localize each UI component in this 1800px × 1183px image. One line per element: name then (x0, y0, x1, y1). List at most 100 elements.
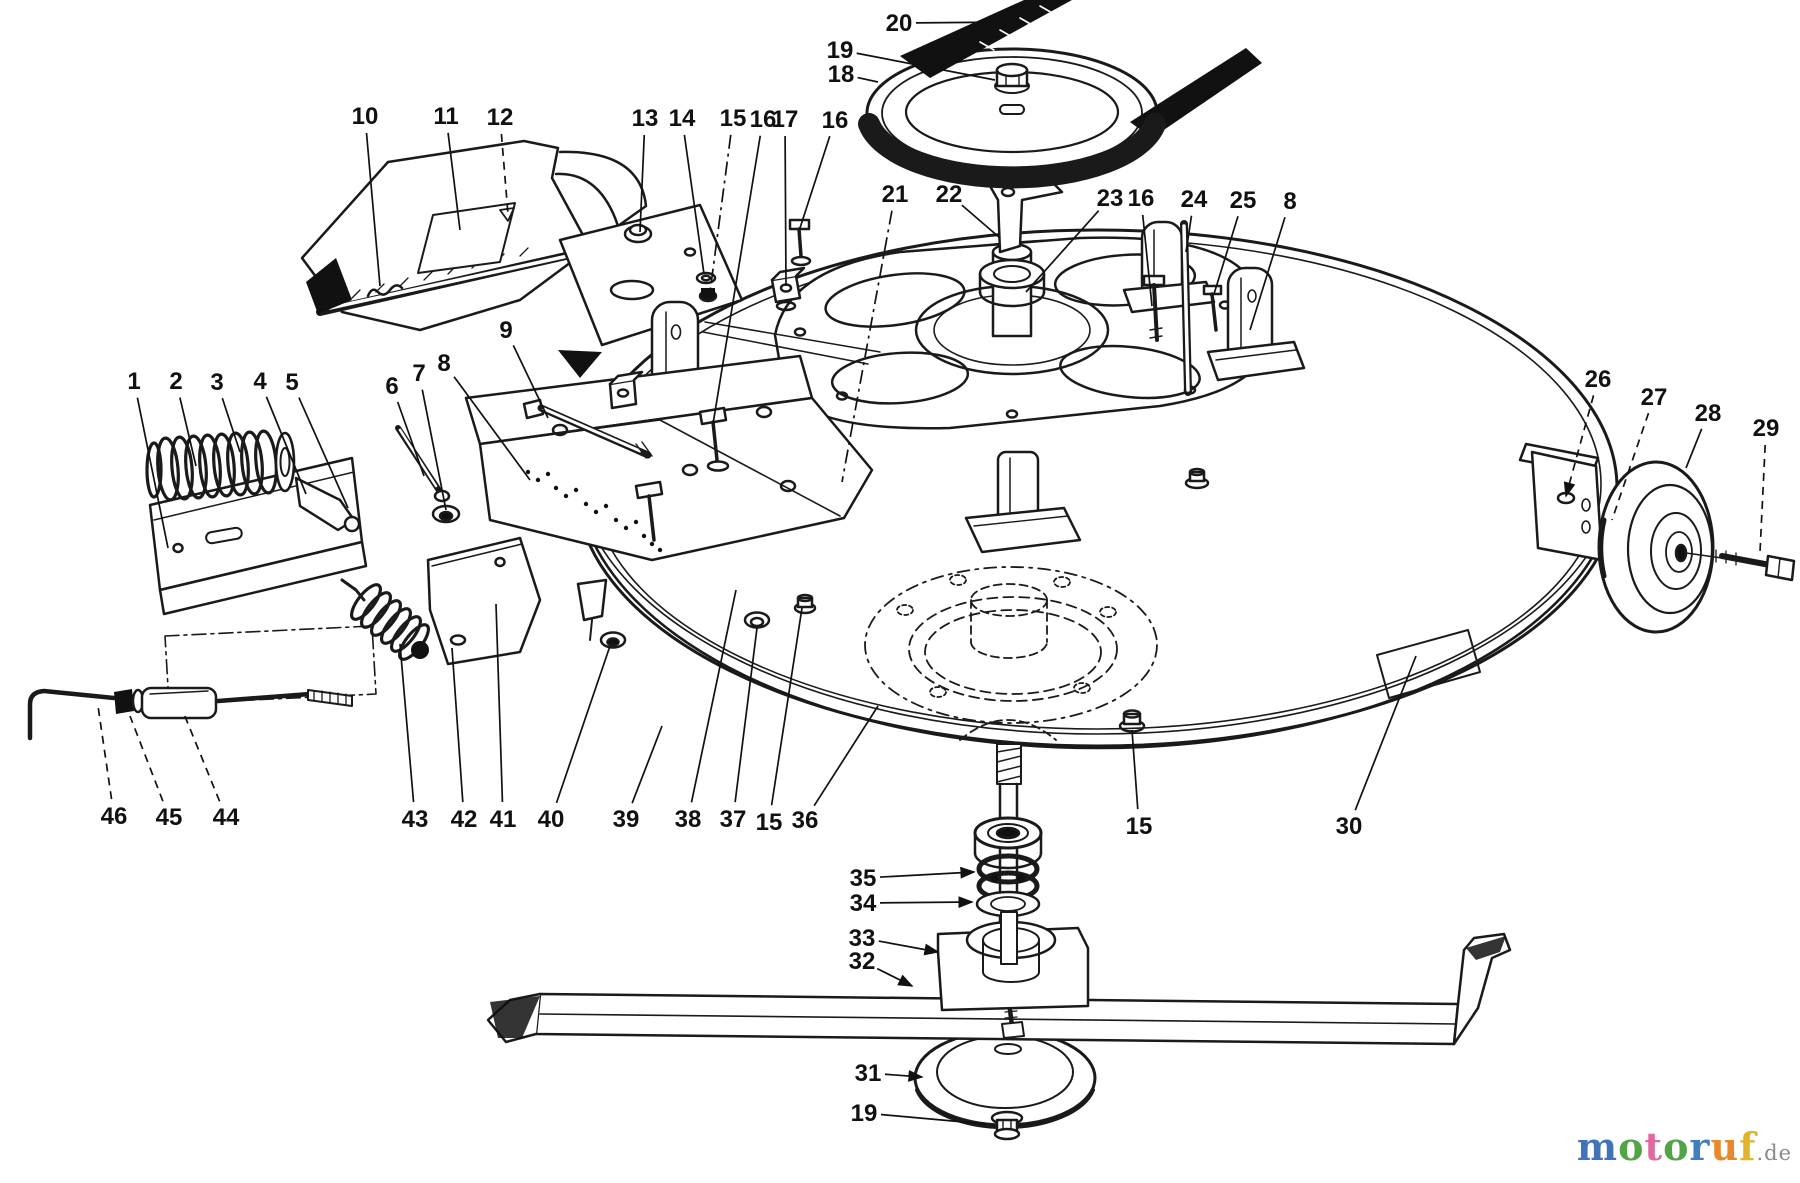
callout-44: 44 (183, 713, 240, 831)
callout-18: 18 (828, 61, 879, 88)
svg-text:45: 45 (156, 804, 183, 831)
tension-spring (145, 429, 296, 502)
svg-text:16: 16 (1128, 185, 1155, 212)
svg-text:35: 35 (850, 865, 877, 892)
callout-27: 27 (1611, 384, 1667, 521)
spindle-shaft-column (973, 782, 1043, 944)
svg-text:33: 33 (849, 925, 876, 952)
svg-text:16: 16 (750, 106, 777, 133)
svg-text:40: 40 (538, 806, 565, 833)
callout-12: 12 (487, 104, 514, 215)
watermark-letter: m (1576, 1124, 1619, 1169)
callout-32: 32 (849, 948, 914, 987)
svg-text:42: 42 (451, 806, 478, 833)
svg-text:2: 2 (169, 368, 182, 395)
callout-5: 5 (285, 369, 349, 509)
callout-3: 3 (210, 369, 241, 453)
callout-9: 9 (499, 317, 549, 419)
callout-4: 4 (253, 368, 307, 495)
svg-text:8: 8 (437, 350, 450, 377)
svg-text:39: 39 (613, 806, 640, 833)
frame-weldment (464, 350, 874, 562)
svg-text:15: 15 (1126, 813, 1153, 840)
svg-text:19: 19 (827, 37, 854, 64)
svg-text:46: 46 (101, 803, 128, 830)
callout-21: 21 (841, 181, 909, 483)
height-bracket (148, 456, 368, 616)
callout-1: 1 (127, 368, 169, 549)
wheel-bolt (1719, 553, 1773, 568)
svg-text:36: 36 (792, 807, 819, 834)
under-deck-fittings (576, 578, 817, 649)
svg-text:17: 17 (772, 106, 799, 133)
gauge-wheel-group (1518, 442, 1796, 634)
watermark-letter: o (1663, 1124, 1690, 1169)
svg-text:11: 11 (433, 103, 458, 130)
callout-25: 25 (1213, 187, 1256, 295)
svg-text:5: 5 (285, 369, 298, 396)
svg-text:21: 21 (882, 181, 909, 208)
idler-bracket (426, 536, 542, 666)
callout-19: 19 (827, 37, 996, 81)
svg-text:41: 41 (490, 806, 517, 833)
motoruf-watermark: motoruf.de (1577, 1124, 1792, 1169)
callout-19: 19 (851, 1100, 987, 1127)
blade (486, 932, 1512, 1046)
callout-24: 24 (1181, 186, 1208, 253)
pivot-rod-assembly (27, 625, 377, 741)
callout-10: 10 (352, 103, 381, 287)
svg-text:34: 34 (850, 890, 877, 917)
callout-6: 6 (385, 373, 425, 477)
callout-16: 16 (712, 106, 777, 425)
callout-30: 30 (1336, 655, 1417, 840)
svg-text:30: 30 (1336, 813, 1363, 840)
callout-11: 11 (433, 103, 461, 231)
spindle-weld-stub (996, 743, 1022, 785)
drive-belt (900, 0, 1262, 138)
watermark-letter: o (1618, 1124, 1645, 1169)
callout-29: 29 (1753, 415, 1780, 553)
svg-text:8: 8 (1283, 188, 1296, 215)
watermark-letter: t (1644, 1124, 1664, 1169)
callout-34: 34 (850, 890, 974, 917)
svg-text:29: 29 (1753, 415, 1780, 442)
svg-text:37: 37 (720, 806, 747, 833)
belt-wrap (858, 113, 1166, 189)
callout-39: 39 (613, 725, 663, 833)
spindle-plate-hidden (864, 566, 1158, 741)
callout-35: 35 (850, 865, 976, 892)
callout-41: 41 (490, 603, 517, 833)
svg-text:12: 12 (487, 104, 514, 131)
callout-8: 8 (1249, 188, 1297, 331)
callout-15: 15 (709, 105, 747, 293)
svg-text:31: 31 (855, 1060, 882, 1087)
callout-26: 26 (1563, 366, 1612, 498)
callout-15: 15 (1126, 729, 1153, 840)
deflector-shield (300, 139, 648, 332)
callout-8: 8 (437, 350, 531, 481)
svg-text:43: 43 (402, 806, 429, 833)
svg-text:9: 9 (499, 317, 512, 344)
svg-text:26: 26 (1585, 366, 1612, 393)
dome-cover (913, 1029, 1097, 1141)
belt-hatch (979, 5, 1055, 51)
callout-31: 31 (855, 1060, 924, 1087)
svg-text:3: 3 (210, 369, 223, 396)
watermark-letter: u (1710, 1124, 1740, 1169)
callout-7: 7 (412, 360, 447, 511)
deck-decal (1376, 629, 1481, 699)
svg-text:14: 14 (669, 105, 696, 132)
callout-40: 40 (538, 645, 611, 833)
callout-45: 45 (129, 715, 183, 831)
callout-28: 28 (1685, 400, 1722, 469)
callout-16: 16 (799, 107, 848, 229)
callout-42: 42 (451, 647, 478, 833)
svg-text:6: 6 (385, 373, 398, 400)
svg-text:28: 28 (1695, 400, 1722, 427)
idler-spring (340, 578, 430, 661)
svg-text:1: 1 (127, 368, 140, 395)
svg-text:15: 15 (720, 105, 747, 132)
callout-36: 36 (792, 705, 879, 834)
